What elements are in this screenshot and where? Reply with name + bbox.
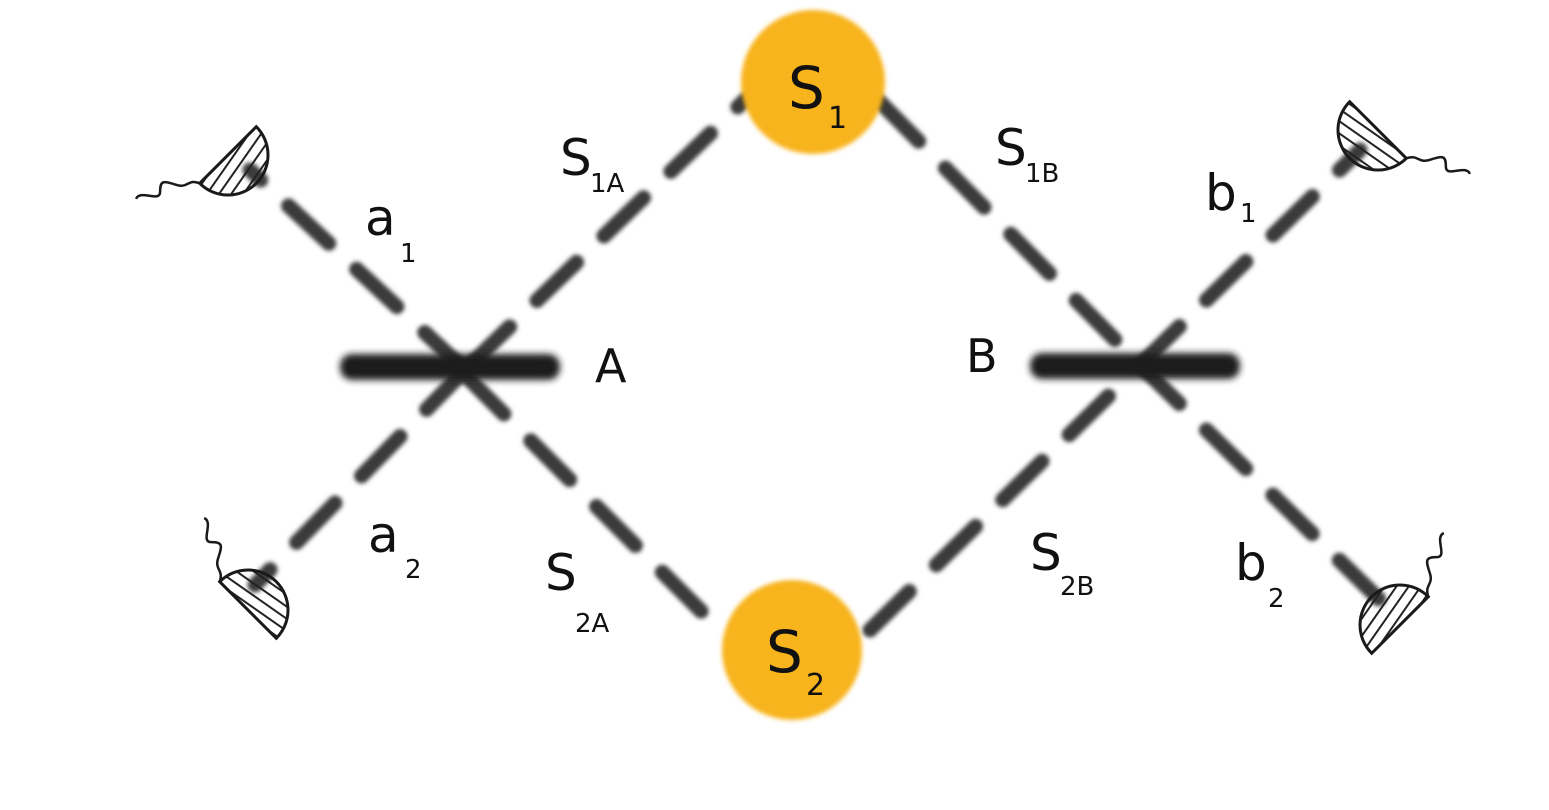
splitter-b-label: B [966,329,998,383]
beam-s1b [872,94,1148,373]
output-a2-label: a [368,506,399,564]
detector-icon [203,516,290,641]
beam-paths [242,92,1393,643]
source-s2-subscript: 2 [806,668,825,703]
output-b1-label: b [1205,164,1237,222]
detector-icon [1336,99,1472,175]
path-s2a-label: S [545,544,577,602]
beam-s2a [457,367,733,643]
path-s1b-label: S [995,119,1027,177]
output-a1-label: a [365,189,396,247]
beam-splitters [340,353,1240,380]
output-b2-subscript: 2 [1268,584,1285,614]
path-s2a-subscript: 2A [575,609,610,639]
detectors [134,99,1472,656]
output-b1-subscript: 1 [1240,199,1257,229]
beam-splitter-a [340,354,560,380]
path-s2b-subscript: 2B [1060,572,1094,602]
path-s1a-subscript: 1A [590,169,625,199]
beam-a1 [242,162,473,378]
source-s2 [722,580,862,720]
path-s1b-subscript: 1B [1025,159,1059,189]
detector-icon [134,124,270,200]
beam-b2 [1132,357,1393,613]
output-a1-subscript: 1 [400,239,417,269]
output-b2-label: b [1235,534,1267,592]
beam-splitter-b [1030,353,1240,379]
source-s1-subscript: 1 [828,101,847,136]
detector-icon [1358,531,1445,656]
path-s2b-label: S [1030,524,1062,582]
beam-a2 [247,362,473,593]
beam-s2b [862,362,1143,638]
source-s1 [741,10,885,154]
beam-b1 [1132,142,1368,373]
beam-s1a [462,92,753,373]
sources [722,10,885,720]
output-a2-subscript: 2 [405,555,422,585]
path-s1a-label: S [560,129,592,187]
source-s2-label: S [766,618,803,686]
source-s1-label: S [788,54,825,122]
splitter-a-label: A [595,339,627,393]
